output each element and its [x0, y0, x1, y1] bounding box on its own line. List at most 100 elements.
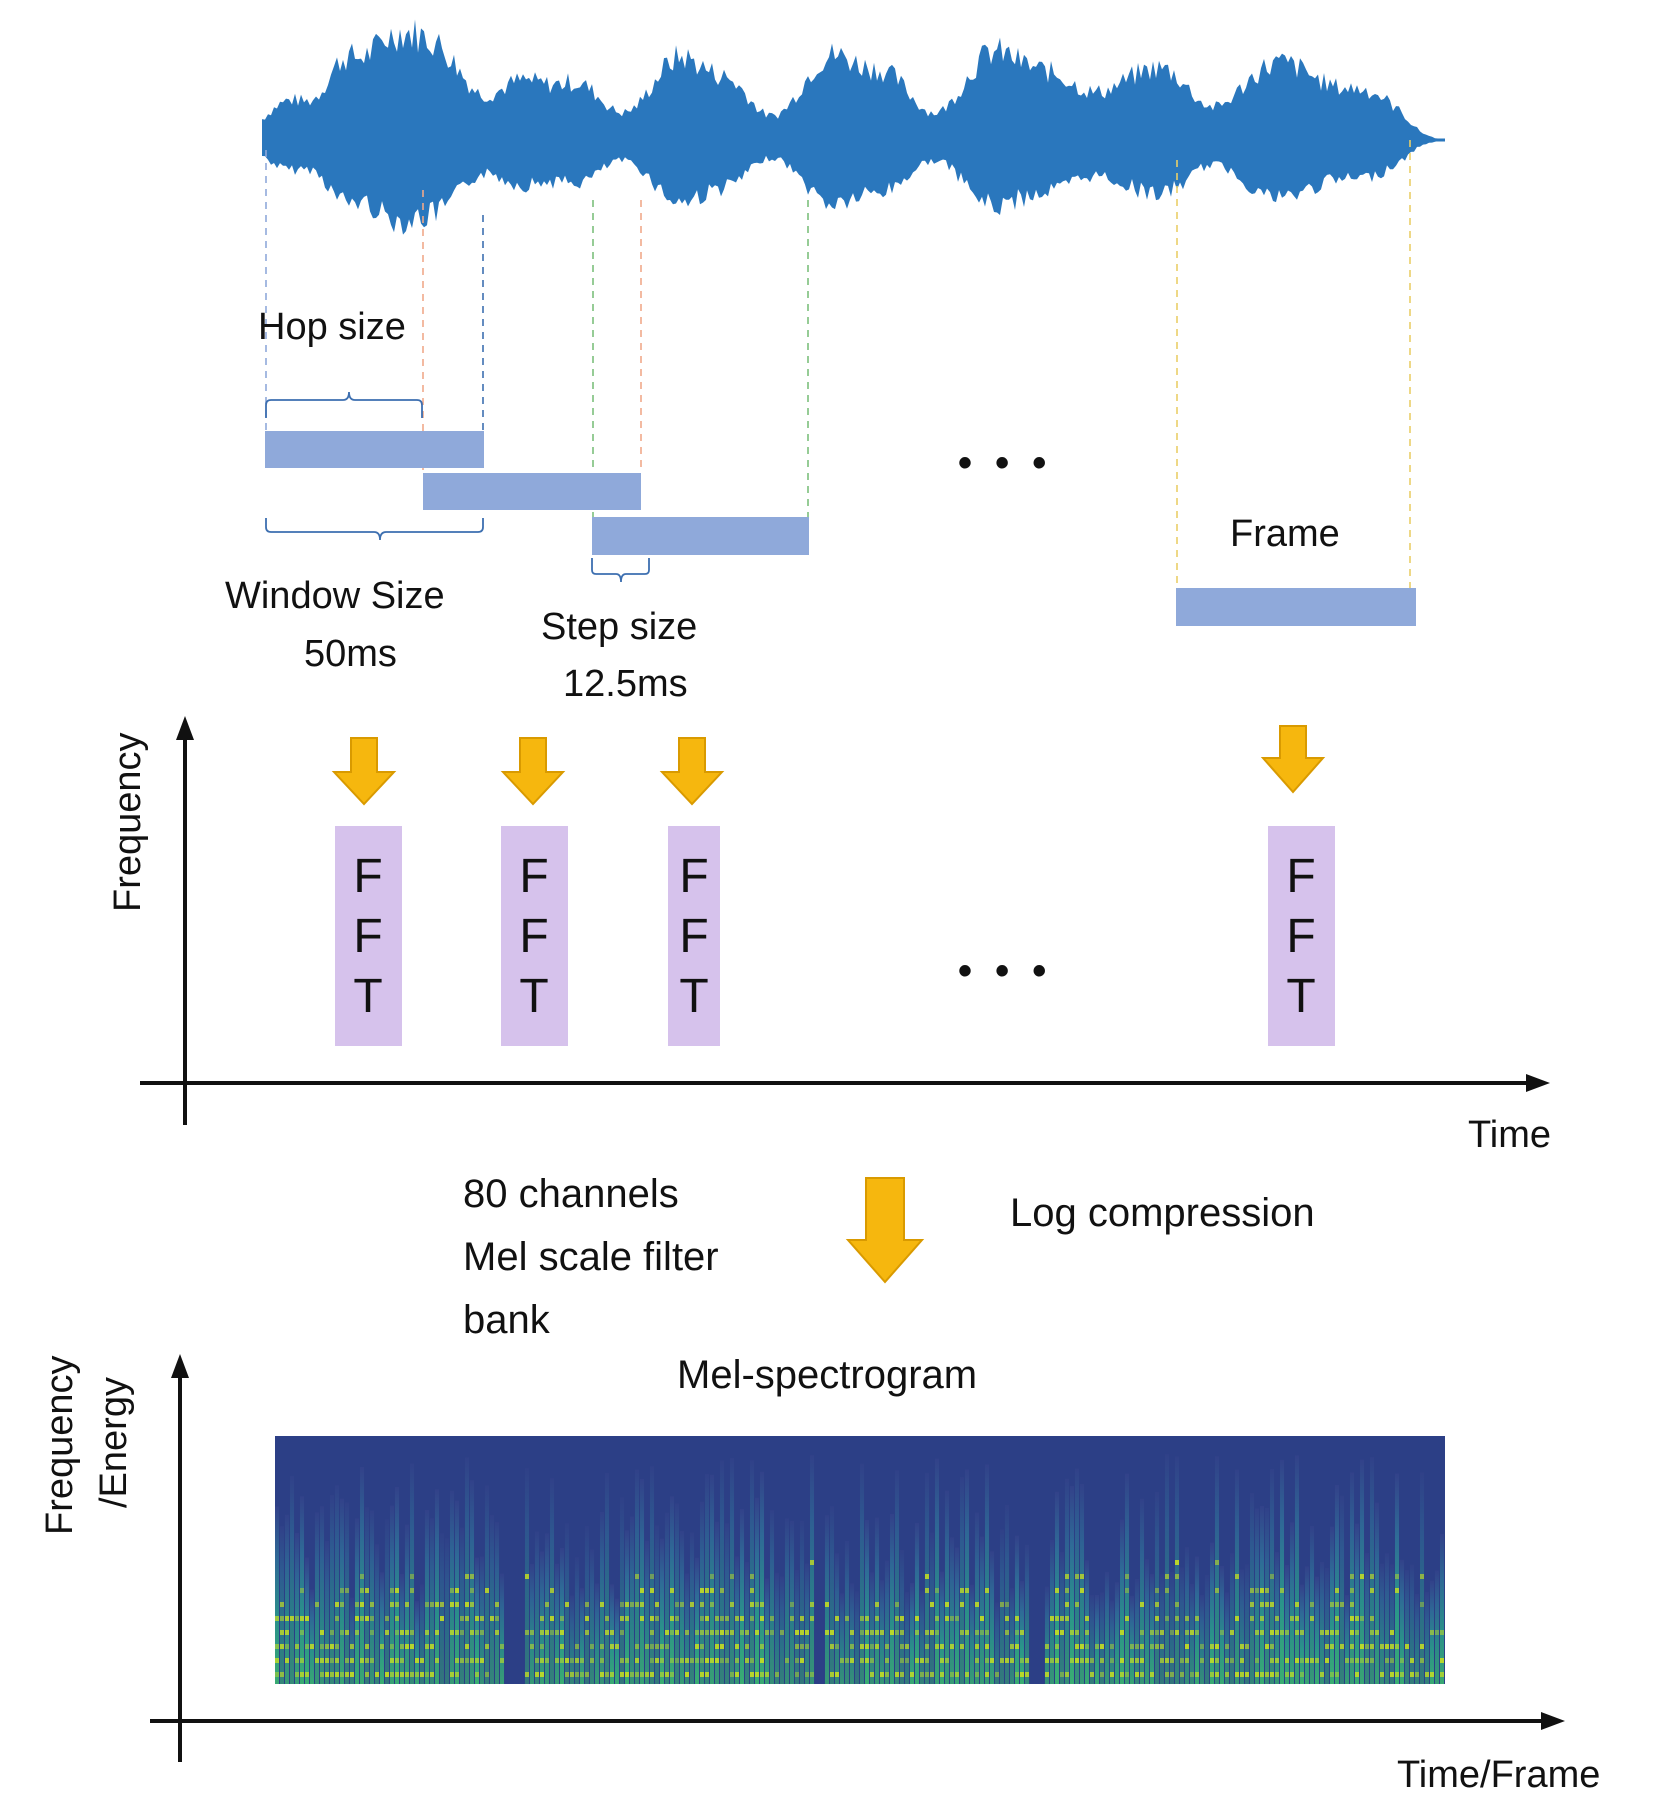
spectrogram-harmonic: [1080, 1644, 1084, 1649]
spectrogram-harmonic: [750, 1616, 754, 1621]
spectrogram-harmonic: [305, 1616, 309, 1621]
spectrogram-harmonic: [795, 1630, 799, 1635]
spectrogram-harmonic: [575, 1672, 579, 1677]
spectrogram-harmonic: [630, 1602, 634, 1607]
spectrogram-column: [1220, 1566, 1224, 1684]
spectrogram-harmonic: [1080, 1658, 1084, 1663]
spectrogram-column: [595, 1583, 599, 1684]
spectrogram-harmonic: [1420, 1644, 1424, 1649]
spectrogram-harmonic: [980, 1616, 984, 1621]
spectrogram-harmonic: [580, 1672, 584, 1677]
spectrogram-column: [460, 1527, 464, 1684]
spectrogram-harmonic: [950, 1644, 954, 1649]
spectrogram-harmonic: [1370, 1630, 1374, 1635]
spectrogram-harmonic: [1130, 1644, 1134, 1649]
spectrogram-harmonic: [1235, 1574, 1239, 1579]
spectrogram-column: [1355, 1523, 1359, 1684]
spectrogram-harmonic: [680, 1602, 684, 1607]
spectrogram-harmonic: [985, 1630, 989, 1635]
spectrogram-harmonic: [885, 1658, 889, 1663]
spectrogram-column: [1140, 1498, 1144, 1684]
spectrogram-harmonic: [1010, 1644, 1014, 1649]
spectrogram-harmonic: [1070, 1630, 1074, 1635]
spectrogram-harmonic: [1065, 1616, 1069, 1621]
spectrogram-harmonic: [495, 1602, 499, 1607]
spectrogram-harmonic: [945, 1616, 949, 1621]
spectrogram-harmonic: [870, 1672, 874, 1677]
spectrogram-harmonic: [1215, 1658, 1219, 1663]
spectrogram-column: [1105, 1571, 1109, 1684]
spectrogram-harmonic: [300, 1672, 304, 1677]
spectrogram-harmonic: [605, 1630, 609, 1635]
spectrogram-harmonic: [1140, 1602, 1144, 1607]
spectrogram-harmonic: [1270, 1630, 1274, 1635]
spectrogram-harmonic: [1390, 1658, 1394, 1663]
spectrogram-harmonic: [360, 1588, 364, 1593]
spectrogram-column: [840, 1593, 844, 1684]
spectrogram-harmonic: [560, 1616, 564, 1621]
spectrogram-column: [1165, 1454, 1169, 1684]
spectrogram-harmonic: [725, 1616, 729, 1621]
spectrogram-harmonic: [1165, 1658, 1169, 1663]
spectrogram-harmonic: [1335, 1616, 1339, 1621]
spectrogram-harmonic: [720, 1630, 724, 1635]
spectrogram-harmonic: [1055, 1616, 1059, 1621]
spectrogram-harmonic: [1310, 1602, 1314, 1607]
spectrogram-column: [530, 1564, 534, 1684]
spectrogram-harmonic: [885, 1644, 889, 1649]
spectrogram-harmonic: [280, 1602, 284, 1607]
spectrogram-harmonic: [1270, 1672, 1274, 1677]
spectrogram-column: [1145, 1559, 1149, 1684]
spectrogram-harmonic: [915, 1658, 919, 1663]
spectrogram-harmonic: [1120, 1630, 1124, 1635]
spectrogram-harmonic: [1150, 1672, 1154, 1677]
spectrogram-harmonic: [765, 1630, 769, 1635]
spectrogram-harmonic: [845, 1658, 849, 1663]
spectrogram-harmonic: [1395, 1574, 1399, 1579]
spectrogram-harmonic: [805, 1644, 809, 1649]
spectrogram-harmonic: [670, 1630, 674, 1635]
spectrogram-harmonic: [400, 1630, 404, 1635]
window-size-brace: [265, 518, 484, 541]
spectrogram-harmonic: [405, 1602, 409, 1607]
spectrogram-harmonic: [920, 1658, 924, 1663]
spectrogram-harmonic: [710, 1602, 714, 1607]
spectrogram-harmonic: [730, 1672, 734, 1677]
spectrogram-column: [965, 1469, 969, 1684]
spectrogram-column: [335, 1485, 339, 1684]
spectrogram-harmonic: [1420, 1658, 1424, 1663]
spectrogram-harmonic: [1140, 1672, 1144, 1677]
fft-block-3: F F T: [668, 826, 720, 1046]
spectrogram-column: [1410, 1564, 1414, 1684]
spectrogram-harmonic: [525, 1630, 529, 1635]
spectrogram-column: [830, 1506, 834, 1684]
spectrogram-harmonic: [700, 1616, 704, 1621]
spectrogram-harmonic: [830, 1630, 834, 1635]
spectrogram-column: [1225, 1592, 1229, 1684]
spectrogram-harmonic: [485, 1588, 489, 1593]
spectrogram-harmonic: [865, 1658, 869, 1663]
spectrogram-harmonic: [360, 1658, 364, 1663]
spectrogram-column: [355, 1518, 359, 1684]
spectrogram-harmonic: [1395, 1644, 1399, 1649]
spectrogram-harmonic: [1135, 1672, 1139, 1677]
spectrogram-harmonic: [720, 1588, 724, 1593]
spectrogram-harmonic: [1050, 1616, 1054, 1621]
down-arrow-icon: [331, 737, 397, 806]
fft-block-1: F F T: [335, 826, 402, 1046]
spectrogram-column: [1095, 1594, 1099, 1684]
spectrogram-harmonic: [1360, 1644, 1364, 1649]
spectrogram-harmonic: [1055, 1630, 1059, 1635]
spectrogram-harmonic: [730, 1602, 734, 1607]
spectrogram-harmonic: [1390, 1644, 1394, 1649]
spectrogram-harmonic: [955, 1616, 959, 1621]
spectrogram-column: [1335, 1484, 1339, 1684]
spectrogram-harmonic: [470, 1658, 474, 1663]
spectrogram-harmonic: [975, 1602, 979, 1607]
spectrogram-harmonic: [860, 1644, 864, 1649]
step-size-label-line2: 12.5ms: [563, 663, 688, 705]
spectrogram-harmonic: [1090, 1672, 1094, 1677]
spectrogram-harmonic: [420, 1672, 424, 1677]
spectrogram-column: [365, 1507, 369, 1684]
spectrogram-harmonic: [615, 1644, 619, 1649]
